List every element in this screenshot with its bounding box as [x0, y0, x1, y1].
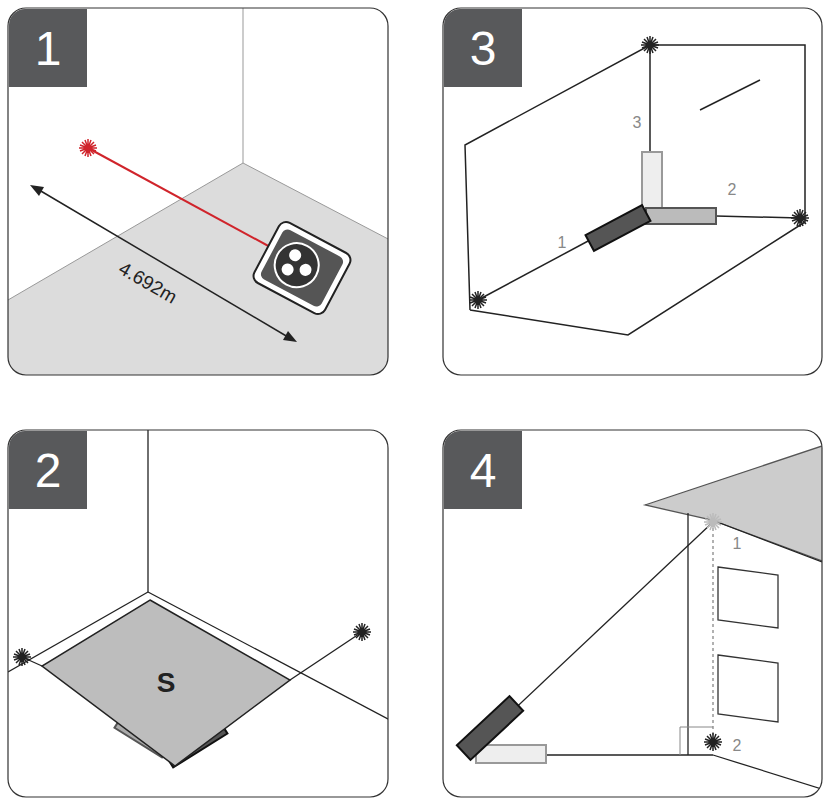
step-badge: 2: [9, 431, 87, 509]
callout-number: 1: [558, 234, 567, 252]
callout-number: 3: [633, 114, 642, 132]
step-number: 2: [35, 443, 62, 498]
callout-number: 1: [733, 535, 742, 553]
step-number: 1: [35, 21, 62, 76]
step-badge: 3: [444, 9, 522, 87]
callout-number: 2: [728, 181, 737, 199]
step-badge: 4: [444, 431, 522, 509]
area-symbol: S: [157, 667, 176, 699]
callout-number: 2: [733, 737, 742, 755]
panel-area: [8, 430, 388, 767]
step-badge: 1: [9, 9, 87, 87]
area-region: S: [40, 598, 292, 768]
step-number: 3: [470, 21, 497, 76]
step-number: 4: [470, 443, 497, 498]
panel-measure: [8, 8, 388, 375]
